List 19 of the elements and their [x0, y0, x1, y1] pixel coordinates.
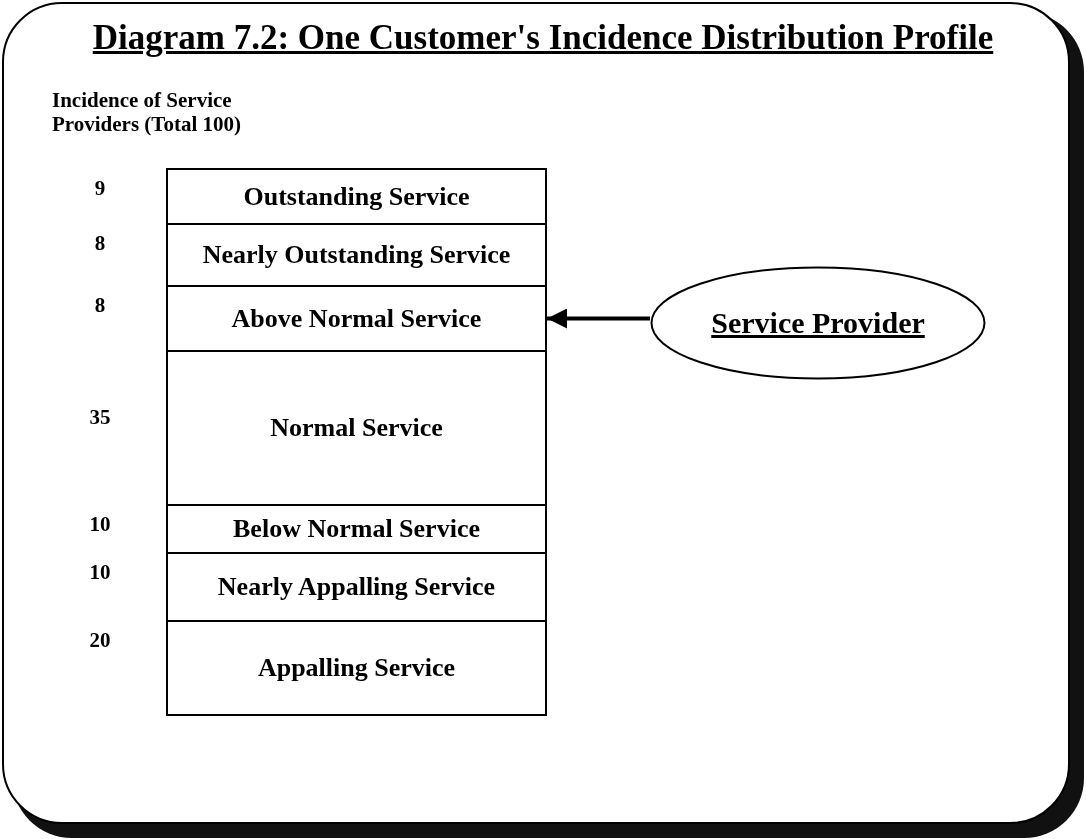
service-level-band: Nearly Appalling Service: [166, 552, 547, 622]
ellipse-node: [650, 266, 986, 380]
service-level-band: Below Normal Service: [166, 504, 547, 554]
value-label: 20: [88, 628, 112, 653]
value-label: 9: [93, 176, 107, 201]
axis-heading: Incidence of Service Providers (Total 100): [52, 88, 242, 136]
value-label: 35: [88, 405, 112, 430]
arrow: [547, 308, 650, 329]
node-label: Service Provider: [711, 306, 925, 340]
service-level-band: Nearly Outstanding Service: [166, 223, 547, 287]
service-level-band: Above Normal Service: [166, 285, 547, 352]
service-level-band: Normal Service: [166, 350, 547, 506]
value-label: 8: [93, 231, 107, 256]
value-label: 10: [88, 560, 112, 585]
service-level-band: Appalling Service: [166, 620, 547, 716]
title: Diagram 7.2: One Customer's Incidence Distribution Profile: [91, 18, 995, 58]
value-label: 8: [93, 293, 107, 318]
value-label: 10: [88, 512, 112, 537]
service-level-band: Outstanding Service: [166, 168, 547, 225]
